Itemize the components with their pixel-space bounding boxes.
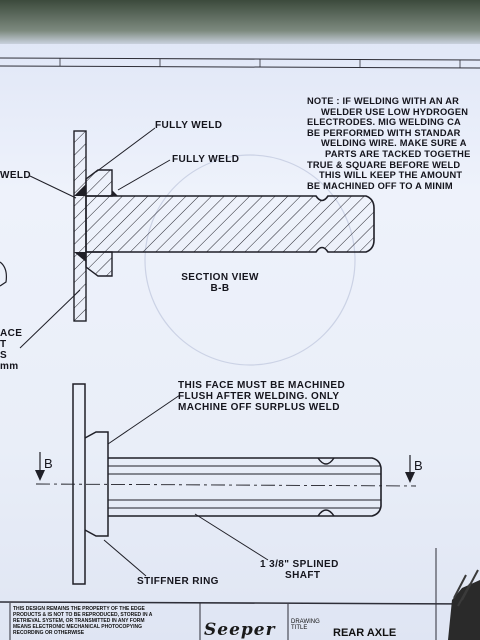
note-line: BE MACHINED OFF TO A MINIM bbox=[307, 180, 453, 191]
welding-note: NOTE : IF WELDING WITH AN AR WELDER USE … bbox=[307, 96, 480, 191]
caption-line: DRAWING bbox=[291, 619, 320, 625]
section-marker-right: B bbox=[414, 458, 424, 473]
background-edge bbox=[0, 0, 480, 44]
copyright-line: MEANS ELECTRONIC MECHANICAL PHOTOCOPYING bbox=[13, 624, 142, 630]
note-line: ELECTRODES. MIG WELDING CA bbox=[307, 117, 461, 128]
shaft-label-2: SHAFT bbox=[285, 570, 321, 581]
machined-note-line-1: THIS FACE MUST BE MACHINED bbox=[178, 380, 346, 391]
drawing-title-caption: DRAWING TITLE bbox=[291, 619, 320, 631]
left-fragment-1: ACE bbox=[0, 328, 23, 339]
copyright-line: RETRIEVAL SYSTEM, OR TRANSMITTED IN ANY … bbox=[13, 618, 145, 624]
note-line: NOTE : IF WELDING WITH AN AR bbox=[307, 96, 460, 106]
copyright-line: RECORDING OR OTHERWISE bbox=[13, 630, 85, 636]
ghost-circle bbox=[144, 154, 356, 366]
note-line: WELDING WIRE. MAKE SURE A bbox=[321, 138, 467, 149]
caption-line: TITLE bbox=[291, 625, 308, 631]
machined-note-line-3: MACHINE OFF SURPLUS WELD bbox=[178, 402, 340, 413]
weld-label-left: WELD bbox=[0, 170, 32, 181]
note-line: TRUE & SQUARE BEFORE WELD bbox=[307, 159, 461, 170]
fully-weld-label-2: FULLY WELD bbox=[172, 154, 240, 165]
left-fragment-4: mm bbox=[0, 361, 19, 372]
copyright-notice: THIS DESIGN REMAINS THE PROPERTY OF THE … bbox=[13, 606, 198, 636]
section-view-title: SECTION VIEW bbox=[181, 272, 259, 283]
note-line: BE PERFORMED WITH STANDAR bbox=[307, 127, 461, 138]
fully-weld-label-1: FULLY WELD bbox=[155, 120, 223, 131]
note-line: PARTS ARE TACKED TOGETHE bbox=[325, 148, 471, 159]
section-view bbox=[0, 127, 375, 349]
drawing-border bbox=[0, 57, 480, 640]
corner-object bbox=[448, 569, 480, 640]
stiffener-ring-label: STIFFNER RING bbox=[137, 576, 219, 587]
company-logo: Seeper bbox=[204, 620, 276, 640]
copyright-line: PRODUCTS & IS NOT TO BE REPRODUCED, STOR… bbox=[13, 612, 153, 618]
note-line: THIS WILL KEEP THE AMOUNT bbox=[319, 170, 463, 181]
section-marker-left: B bbox=[44, 456, 54, 471]
elevation-view bbox=[35, 383, 417, 585]
section-view-id: B-B bbox=[210, 283, 230, 294]
machined-note-line-2: FLUSH AFTER WELDING. ONLY bbox=[178, 391, 340, 402]
drawing-title: REAR AXLE bbox=[333, 627, 397, 639]
shaft-label-1: 1 3/8" SPLINED bbox=[260, 559, 339, 570]
left-fragment-3: S bbox=[0, 350, 8, 361]
left-fragment-2: T bbox=[0, 339, 7, 350]
copyright-line: THIS DESIGN REMAINS THE PROPERTY OF THE … bbox=[13, 606, 145, 612]
note-line: WELDER USE LOW HYDROGEN bbox=[321, 106, 469, 117]
